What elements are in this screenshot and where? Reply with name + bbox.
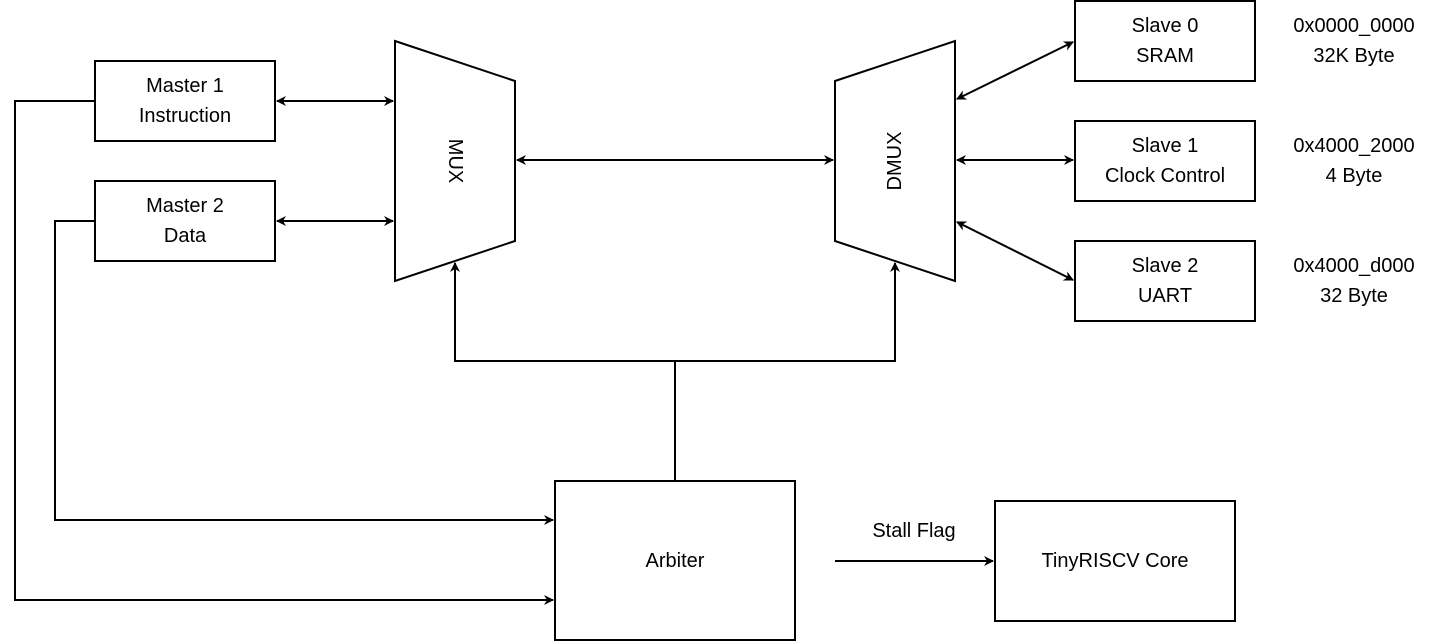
master-2-title: Master 2 xyxy=(146,195,224,217)
slave-0-box: Slave 0 SRAM xyxy=(1074,0,1256,82)
slave-2-address: 0x4000_d000 xyxy=(1293,255,1414,277)
slave-1-title: Slave 1 xyxy=(1132,135,1199,157)
dmux-block: DMUX xyxy=(834,39,956,283)
slave-0-address: 0x0000_0000 xyxy=(1293,15,1414,37)
slave-2-subtitle: UART xyxy=(1138,285,1192,307)
dmux-slave-2-arrow xyxy=(956,221,1074,281)
master-1-title: Master 1 xyxy=(146,75,224,97)
arbiter-box: Arbiter xyxy=(554,480,796,641)
slave-1-address: 0x4000_2000 xyxy=(1293,135,1414,157)
stall-flag-label: Stall Flag xyxy=(872,520,955,542)
slave-2-size: 32 Byte xyxy=(1320,285,1388,307)
slave-1-size: 4 Byte xyxy=(1326,165,1383,187)
core-box: TinyRISCV Core xyxy=(994,500,1236,622)
slave-2-box: Slave 2 UART xyxy=(1074,240,1256,322)
slave-0-title: Slave 0 xyxy=(1132,15,1199,37)
core-label: TinyRISCV Core xyxy=(1041,550,1188,572)
mux-label: MUX xyxy=(444,139,466,183)
slave-2-title: Slave 2 xyxy=(1132,255,1199,277)
slave-1-subtitle: Clock Control xyxy=(1105,165,1225,187)
arbiter-mux-select-wire xyxy=(450,262,676,481)
slave-1-box: Slave 1 Clock Control xyxy=(1074,120,1256,202)
dmux-label: DMUX xyxy=(884,132,906,191)
master-1-box: Master 1 Instruction xyxy=(94,60,276,142)
slave-0-subtitle: SRAM xyxy=(1136,45,1194,67)
mux-block: MUX xyxy=(394,39,516,283)
master-2-subtitle: Data xyxy=(164,225,207,247)
dmux-slave-0-arrow xyxy=(956,41,1074,100)
master-2-box: Master 2 Data xyxy=(94,180,276,262)
arbiter-label: Arbiter xyxy=(646,550,705,572)
master-2-arbiter-wire xyxy=(54,220,554,525)
slave-0-size: 32K Byte xyxy=(1313,45,1394,67)
arbiter-dmux-select-wire xyxy=(675,262,900,362)
master-1-arbiter-wire xyxy=(14,100,554,605)
master-1-subtitle: Instruction xyxy=(139,105,231,127)
